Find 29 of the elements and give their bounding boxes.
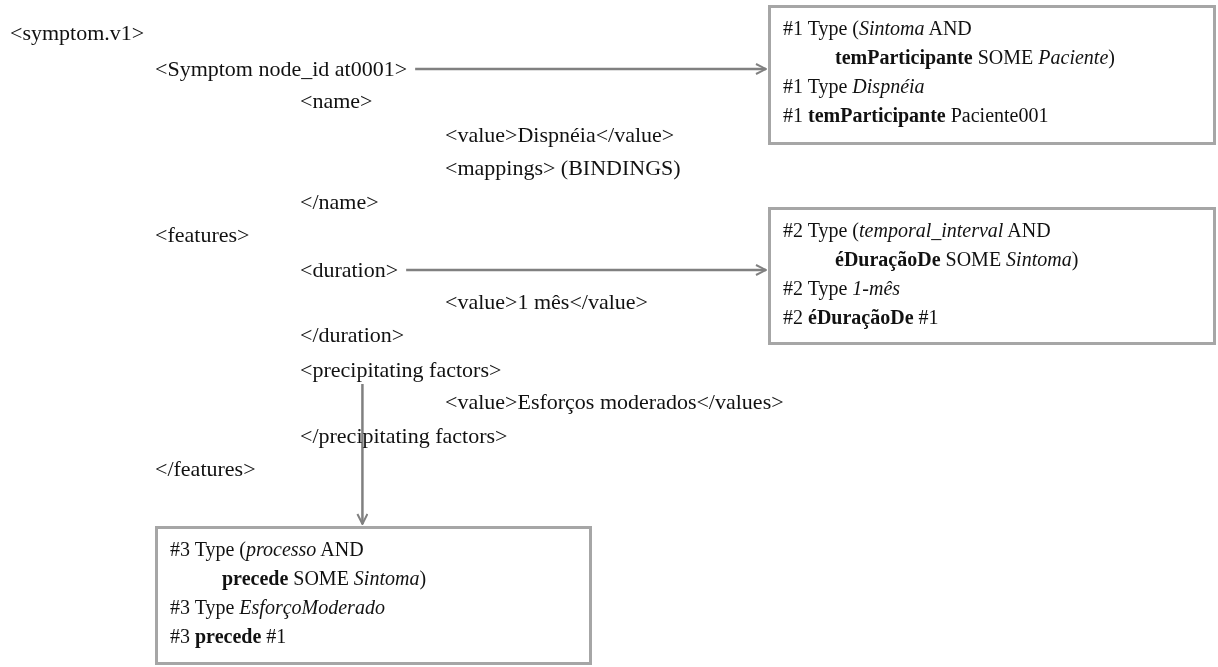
xml-tag-text: <symptom.v1> (10, 19, 145, 47)
axiom-text: #1 temParticipante Paciente001 (783, 103, 1050, 129)
xml-tag-text: <value>Esforços moderados</values> (445, 388, 784, 416)
xml-tag-text: </name> (300, 188, 379, 216)
axiom-text: #3 precede #1 (170, 624, 288, 650)
axiom-text: #1 Type (Sintoma AND temParticipante SOME Paciente) (783, 16, 1116, 71)
xml-tag-text: <value>Dispnéia</value> (445, 121, 675, 149)
axiom-text: #2 Type (temporal_interval AND éDuraçãoDe SOME Sintoma) (783, 218, 1080, 273)
xml-tag-text: <features> (155, 221, 250, 249)
xml-tag-text: <name> (300, 87, 373, 115)
arrow (356, 384, 369, 525)
xml-tag-text: <precipitating factors> (300, 356, 502, 384)
xml-tag-text: </duration> (300, 321, 405, 349)
arrow (415, 63, 767, 75)
axiom-text: #2 éDuraçãoDe #1 (783, 305, 940, 331)
xml-tag-text: <duration> (300, 256, 399, 284)
xml-tag-text: </precipitating factors> (300, 422, 508, 450)
axiom-text: #1 Type Dispnéia (783, 74, 926, 100)
axiom-box (155, 526, 592, 665)
xml-tag-text: <mappings> (BINDINGS) (445, 154, 681, 182)
xml-tag-text: </features> (155, 455, 256, 483)
axiom-box (768, 5, 1216, 145)
arrow (406, 264, 767, 276)
xml-tag-text: <Symptom node_id at0001> (155, 55, 408, 83)
axiom-text: #2 Type 1-mês (783, 276, 902, 302)
axiom-text: #3 Type (processo AND precede SOME Sintoma) (170, 537, 428, 592)
axiom-box (768, 207, 1216, 345)
xml-tag-text: <value>1 mês</value> (445, 288, 648, 316)
axiom-text: #3 Type EsforçoModerado (170, 595, 386, 621)
